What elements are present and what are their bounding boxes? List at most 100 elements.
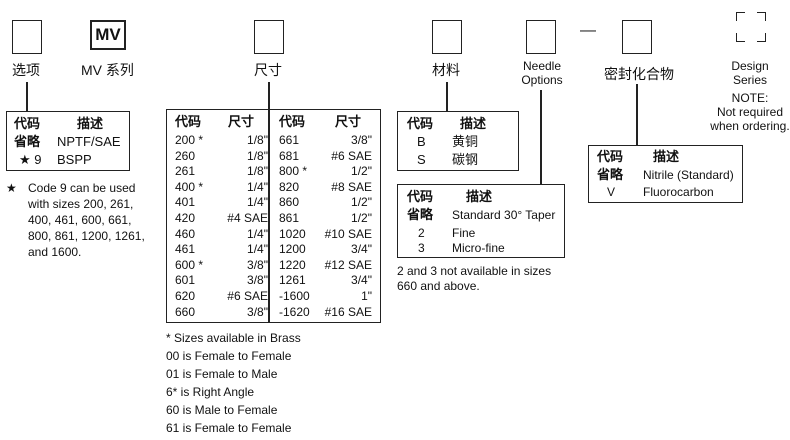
size-row-size: 3/8" bbox=[247, 257, 268, 272]
needle-connector bbox=[540, 90, 542, 184]
size-row-size: 1/4" bbox=[247, 179, 268, 194]
size-row-code: 400 * bbox=[175, 179, 204, 194]
material-row-desc: 黄铜 bbox=[452, 134, 479, 149]
size-row-code: 1020 bbox=[279, 226, 306, 241]
size-row-size: 3/8" bbox=[351, 133, 372, 147]
size-row-size: #6 SAE bbox=[227, 289, 268, 303]
size-row-code: 600 * bbox=[175, 257, 204, 272]
size-label: 尺寸 bbox=[254, 62, 282, 78]
size-header-code: 代码 bbox=[279, 114, 306, 129]
needle-note-line: 660 and above. bbox=[397, 279, 480, 293]
material-code-box bbox=[432, 20, 462, 54]
needle-table: 代码 描述 省略 Standard 30° Taper 2 Fine 3 Mic… bbox=[397, 184, 565, 258]
size-row-code: -1620 bbox=[279, 304, 310, 319]
seal-row-desc: Fluorocarbon bbox=[643, 185, 714, 199]
corner-mark bbox=[757, 12, 766, 21]
needle-row-desc: Standard 30° Taper bbox=[452, 208, 556, 222]
size-row-code: 260 bbox=[175, 148, 196, 163]
size-row-code: 1220 bbox=[279, 257, 306, 272]
option-footnote-star: ★ bbox=[6, 181, 17, 195]
size-row-size: 3/4" bbox=[351, 242, 372, 257]
size-row-size: #10 SAE bbox=[324, 226, 372, 241]
footnote-line: Code 9 can be used bbox=[28, 181, 136, 195]
material-label: 材料 bbox=[432, 62, 460, 78]
seal-row-code: V bbox=[607, 185, 616, 199]
size-note: 61 is Female to Female bbox=[166, 421, 292, 435]
design-note-line: when ordering. bbox=[710, 119, 790, 133]
design-label-line: Design bbox=[731, 59, 769, 73]
size-row-size: 1/8" bbox=[247, 164, 268, 179]
size-row-code: 661 bbox=[279, 133, 300, 147]
seal-table: 代码 描述 省略 Nitrile (Standard) V Fluorocarb… bbox=[588, 145, 743, 203]
option-header-code: 代码 bbox=[14, 116, 41, 131]
needle-row-code: 3 bbox=[418, 241, 425, 255]
size-row-size: 1/8" bbox=[247, 133, 268, 147]
needle-row-desc: Micro-fine bbox=[452, 241, 505, 255]
size-row-code: 800 * bbox=[279, 164, 308, 179]
size-row-code: 660 bbox=[175, 304, 196, 319]
seal-code-box bbox=[622, 20, 652, 54]
material-header-code: 代码 bbox=[407, 116, 434, 131]
size-row-size: 1/4" bbox=[247, 226, 268, 241]
size-header-size: 尺寸 bbox=[335, 114, 362, 129]
option-row-desc: NPTF/SAE bbox=[57, 134, 121, 149]
design-note: NOTE: Not required when ordering. bbox=[708, 91, 790, 133]
size-row-code: 461 bbox=[175, 242, 196, 257]
option-code-box bbox=[12, 20, 42, 54]
size-row-size: #6 SAE bbox=[331, 148, 372, 163]
option-footnote: Code 9 can be used with sizes 200, 261, … bbox=[28, 180, 145, 260]
size-row-code: 420 bbox=[175, 211, 196, 225]
needle-code-box bbox=[526, 20, 556, 54]
size-row-size: 1/2" bbox=[351, 211, 372, 225]
mv-code-box: MV bbox=[90, 20, 126, 50]
needle-label: Needle Options bbox=[520, 59, 564, 87]
needle-label-line: Needle bbox=[522, 59, 562, 73]
design-note-line: NOTE: bbox=[731, 91, 769, 105]
size-connector bbox=[268, 82, 270, 110]
size-row-code: 1261 bbox=[279, 273, 306, 288]
size-row-size: #12 SAE bbox=[324, 257, 372, 272]
corner-mark bbox=[736, 12, 745, 21]
size-note: * Sizes available in Brass bbox=[166, 331, 301, 345]
option-connector bbox=[26, 82, 28, 112]
size-code-box bbox=[254, 20, 284, 54]
size-row-size: 3/8" bbox=[247, 273, 268, 288]
corner-mark bbox=[757, 33, 766, 42]
footnote-line: 400, 461, 600, 661, bbox=[28, 213, 132, 227]
footnote-line: with sizes 200, 261, bbox=[28, 197, 134, 211]
design-series-box bbox=[736, 12, 766, 42]
size-row-size: 1/8" bbox=[247, 148, 268, 163]
material-table: 代码 描述 B 黄铜 S 碳钢 bbox=[397, 111, 519, 171]
mv-label: MV 系列 bbox=[81, 62, 134, 78]
size-row-code: 601 bbox=[175, 273, 196, 288]
size-row-size: 1/2" bbox=[351, 195, 372, 210]
option-header-desc: 描述 bbox=[77, 116, 104, 131]
size-note: 01 is Female to Male bbox=[166, 367, 278, 381]
needle-label-line: Options bbox=[521, 73, 563, 87]
size-row-code: 261 bbox=[175, 164, 196, 179]
material-row-code: S bbox=[417, 152, 426, 167]
size-row-code: 1200 bbox=[279, 242, 306, 257]
footnote-line: 800, 861, 1200, 1261, bbox=[28, 229, 145, 243]
size-row-code: 620 bbox=[175, 289, 196, 303]
option-row-code: ★ 9 bbox=[19, 152, 42, 167]
seal-row-code: 省略 bbox=[597, 167, 624, 182]
size-row-size: 1/4" bbox=[247, 242, 268, 257]
size-row-code: 681 bbox=[279, 148, 300, 163]
size-row-size: 3/8" bbox=[247, 304, 268, 319]
size-row-code: -1600 bbox=[279, 289, 310, 303]
needle-row-code: 省略 bbox=[407, 207, 434, 222]
size-note: 6* is Right Angle bbox=[166, 385, 255, 399]
size-row-size: #16 SAE bbox=[324, 304, 372, 319]
option-table: 代码 描述 省略 NPTF/SAE ★ 9 BSPP bbox=[6, 111, 130, 171]
seal-connector bbox=[636, 84, 638, 146]
option-label: 选项 bbox=[12, 62, 40, 78]
size-row-code: 401 bbox=[175, 195, 196, 210]
size-header-size: 尺寸 bbox=[228, 114, 255, 129]
size-row-code: 860 bbox=[279, 195, 300, 210]
material-header-desc: 描述 bbox=[460, 116, 487, 131]
needle-row-code: 2 bbox=[418, 226, 425, 240]
needle-header-code: 代码 bbox=[407, 189, 434, 204]
size-header-code: 代码 bbox=[175, 114, 202, 129]
